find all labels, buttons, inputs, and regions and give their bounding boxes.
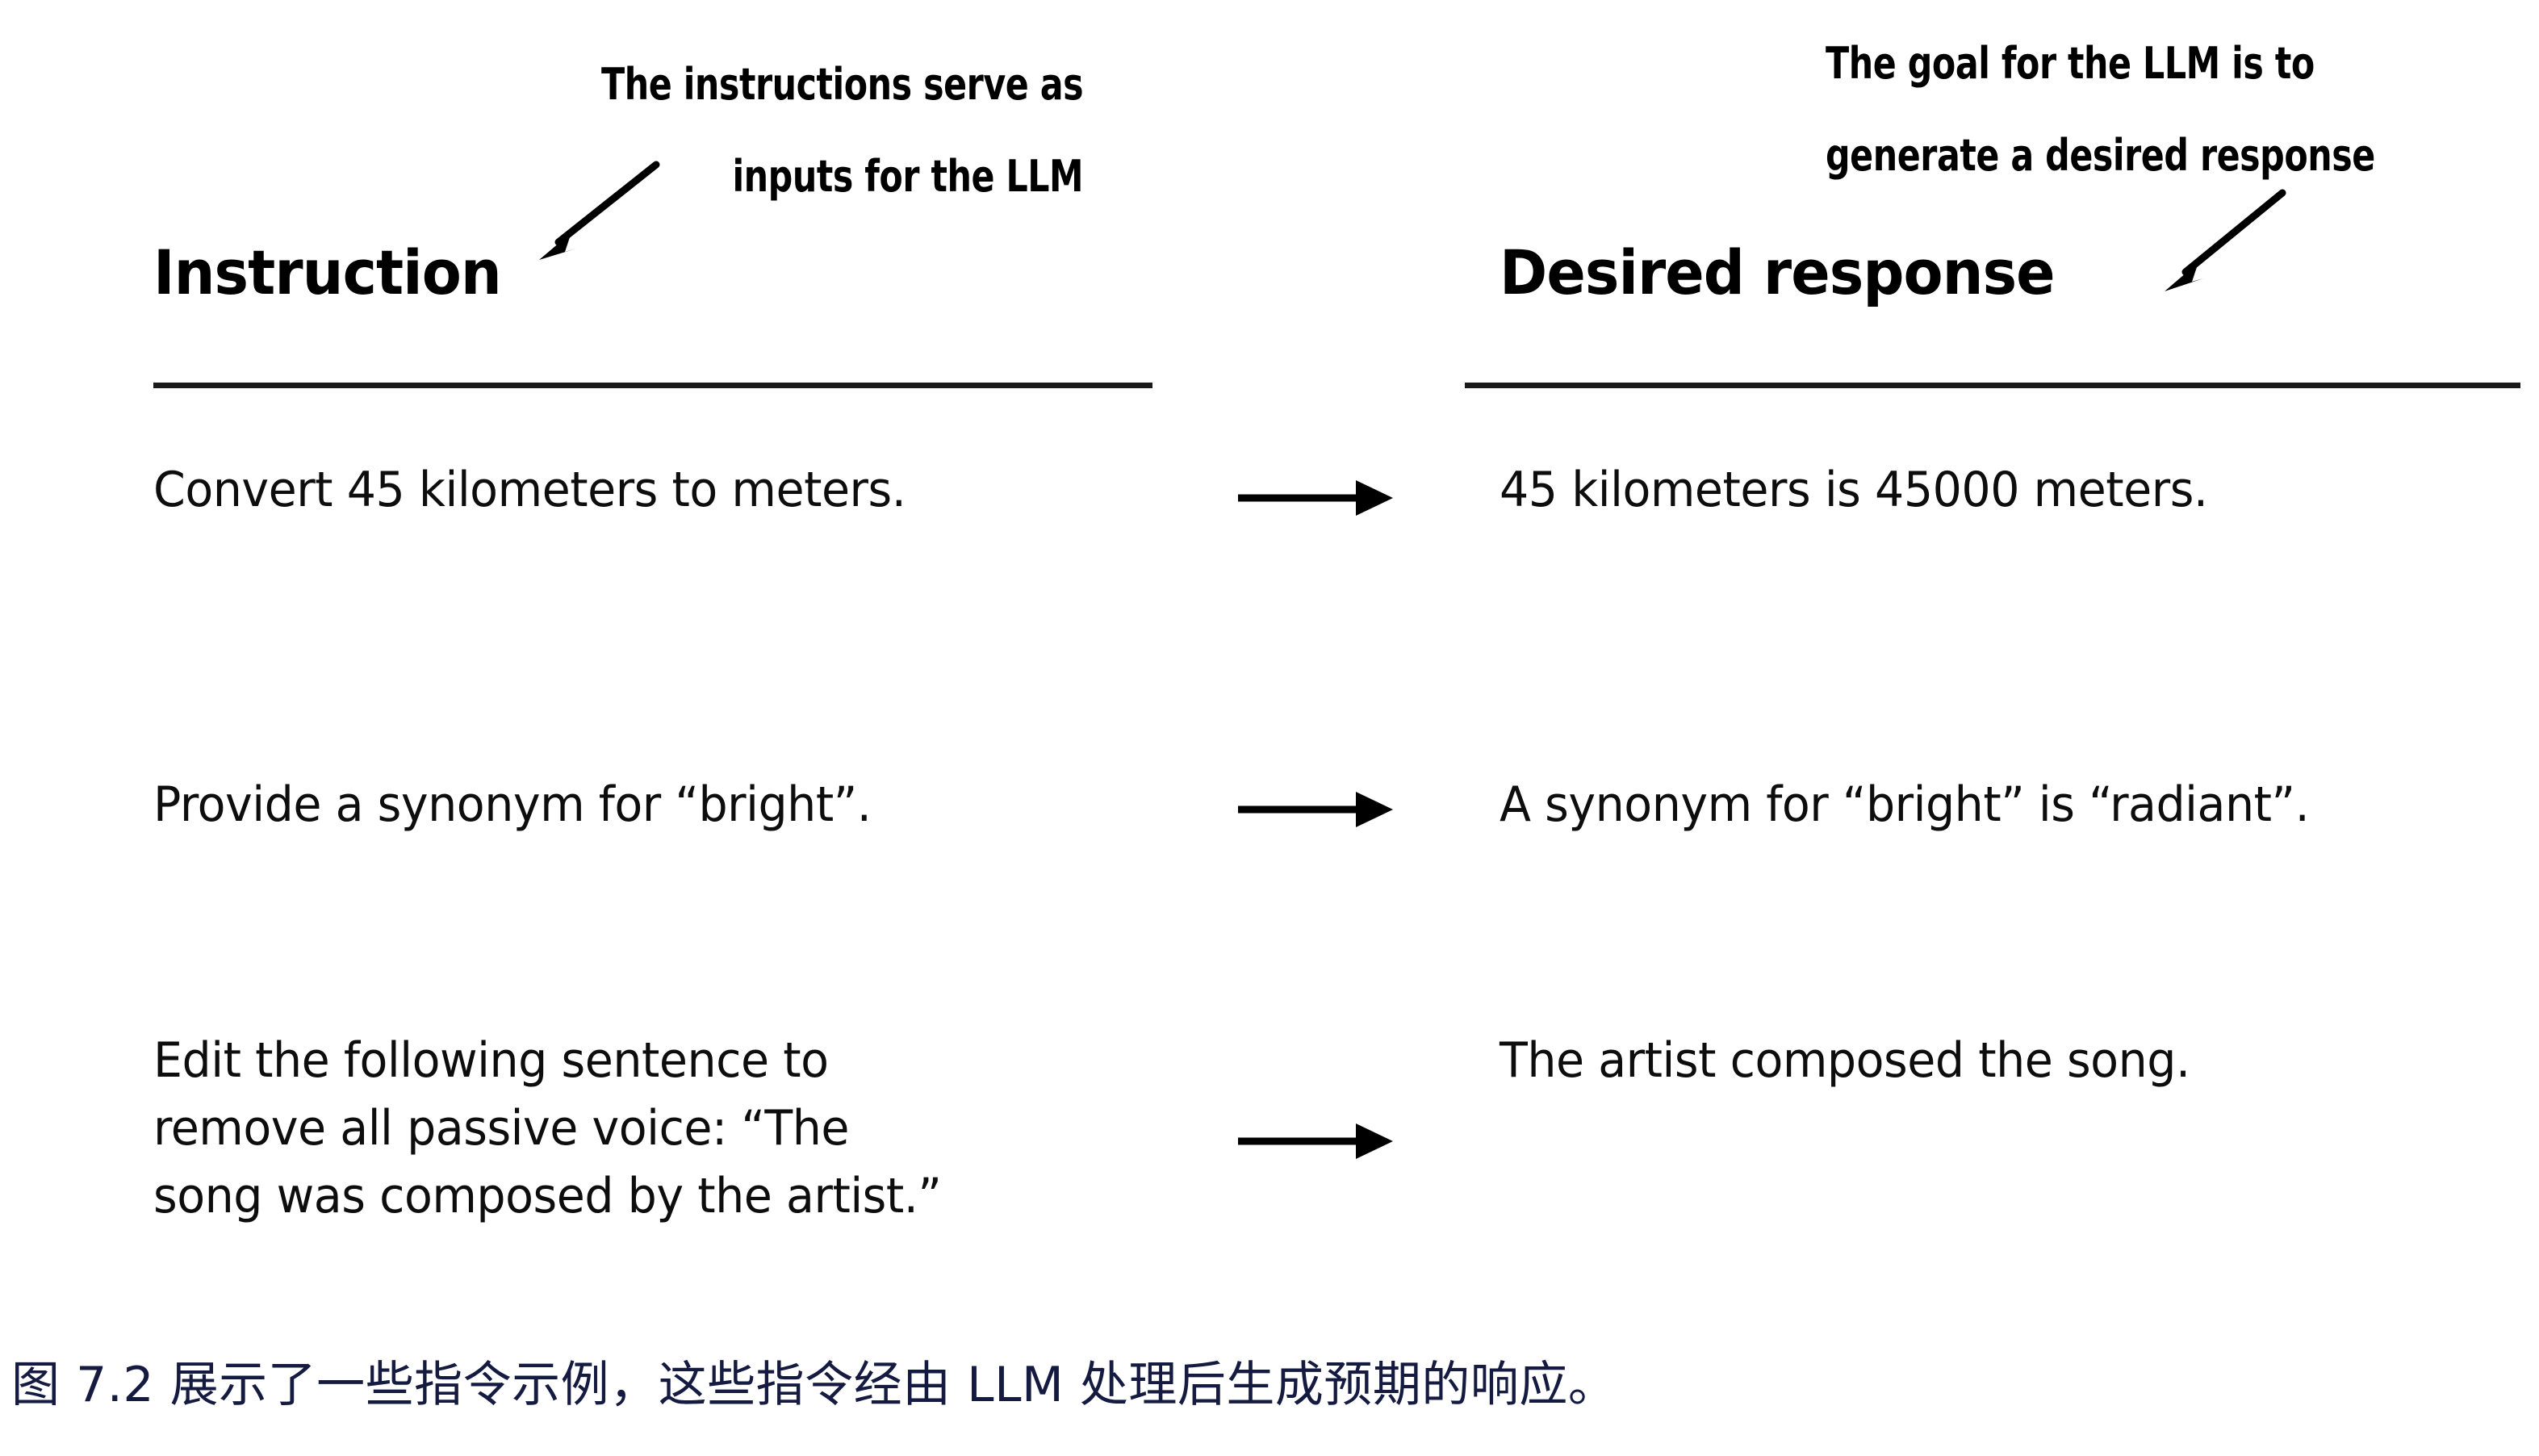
row-3-instruction: Edit the following sentence to remove al… <box>153 1027 1150 1230</box>
row-3-instruction-line-3: song was composed by the artist.” <box>153 1168 942 1224</box>
row-3-flow-arrow-icon <box>1235 1117 1396 1165</box>
instruction-annotation-line-2: inputs for the LLM <box>732 151 1084 202</box>
figure-caption: 图 7.2 展示了一些指令示例，这些指令经由 LLM 处理后生成预期的响应。 <box>11 1357 1617 1413</box>
instruction-column-divider <box>153 383 1152 388</box>
row-2-instruction: Provide a synonym for “bright”. <box>153 771 1150 839</box>
row-1-instruction: Convert 45 kilometers to meters. <box>153 456 1150 524</box>
row-2-instruction-line-1: Provide a synonym for “bright”. <box>153 776 872 833</box>
row-1-instruction-line-1: Convert 45 kilometers to meters. <box>153 462 906 518</box>
response-annotation-arrow-icon <box>2147 182 2300 311</box>
row-3-instruction-line-2: remove all passive voice: “The <box>153 1100 850 1157</box>
response-annotation-line-2: generate a desired response <box>1826 130 2375 181</box>
row-1-flow-arrow-icon <box>1235 474 1396 522</box>
instruction-dataset-figure: The instructions serve as inputs for the… <box>153 18 2520 1230</box>
row-2-response: A synonym for “bright” is “radiant”. <box>1500 771 2481 839</box>
instruction-annotation-arrow-icon <box>525 153 670 274</box>
response-annotation: The goal for the LLM is to generate a de… <box>1826 18 2375 202</box>
row-1-response-line-1: 45 kilometers is 45000 meters. <box>1500 462 2208 518</box>
instruction-annotation: The instructions serve as inputs for the… <box>601 39 1084 223</box>
response-annotation-line-1: The goal for the LLM is to <box>1826 38 2315 89</box>
column-header-instruction: Instruction <box>153 236 502 308</box>
row-3-response-line-1: The artist composed the song. <box>1500 1032 2190 1089</box>
row-2-response-line-1: A synonym for “bright” is “radiant”. <box>1500 776 2310 833</box>
response-column-divider <box>1465 383 2520 388</box>
column-header-desired-response: Desired response <box>1500 236 2056 308</box>
row-1-response: 45 kilometers is 45000 meters. <box>1500 456 2481 524</box>
row-2-flow-arrow-icon <box>1235 785 1396 834</box>
row-3-response: The artist composed the song. <box>1500 1027 2481 1094</box>
instruction-annotation-line-1: The instructions serve as <box>601 59 1084 110</box>
row-3-instruction-line-1: Edit the following sentence to <box>153 1032 829 1089</box>
